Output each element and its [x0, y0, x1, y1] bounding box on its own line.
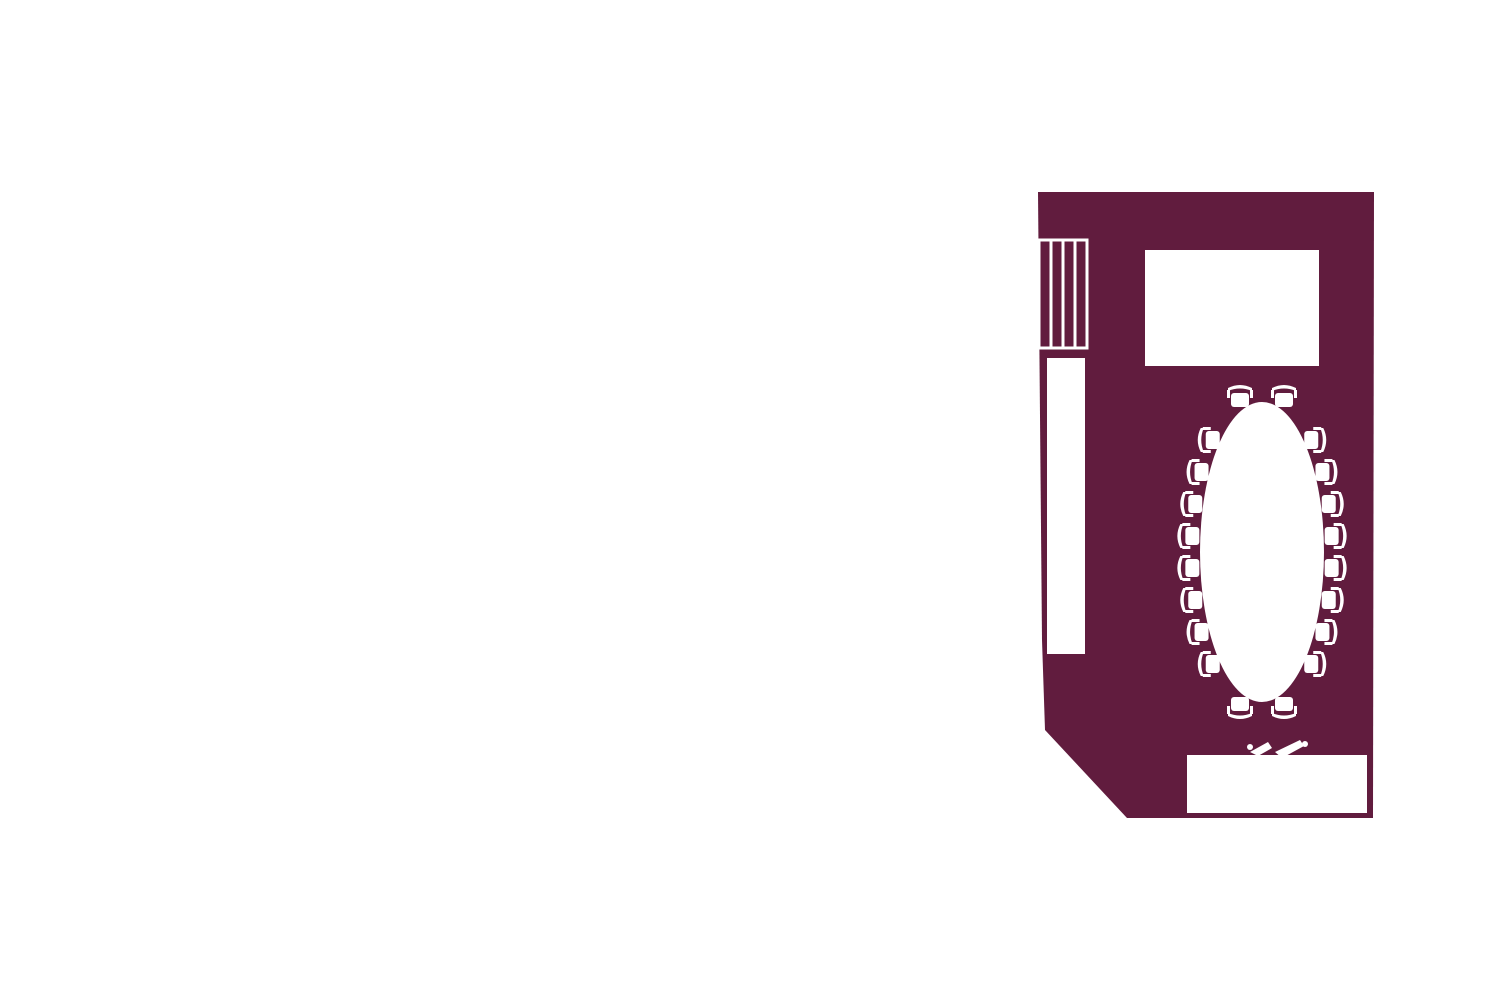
chair [1271, 697, 1297, 719]
chair [1177, 555, 1200, 581]
conference-table-group [1177, 385, 1347, 719]
chair [1315, 619, 1338, 645]
chair [1315, 459, 1338, 485]
radiator-fins [1049, 240, 1077, 348]
chair [1227, 385, 1253, 407]
chair [1197, 651, 1220, 677]
reception-desk-group [1187, 740, 1367, 813]
chair [1186, 459, 1209, 485]
wall-counter [1047, 358, 1085, 654]
chair [1180, 491, 1203, 517]
chair [1177, 523, 1200, 549]
chair [1227, 697, 1253, 719]
display-screen [1145, 250, 1319, 366]
chair [1304, 427, 1327, 453]
chair [1321, 491, 1344, 517]
chairs [1177, 385, 1347, 719]
radiator [1037, 238, 1089, 350]
chair [1180, 587, 1203, 613]
chair [1197, 427, 1220, 453]
chair [1304, 651, 1327, 677]
conference-table [1200, 402, 1324, 702]
chair [1324, 523, 1347, 549]
chair [1321, 587, 1344, 613]
chair [1271, 385, 1297, 407]
reception-desk [1187, 755, 1367, 813]
desk-chair [1247, 740, 1314, 760]
chair [1186, 619, 1209, 645]
chair [1324, 555, 1347, 581]
